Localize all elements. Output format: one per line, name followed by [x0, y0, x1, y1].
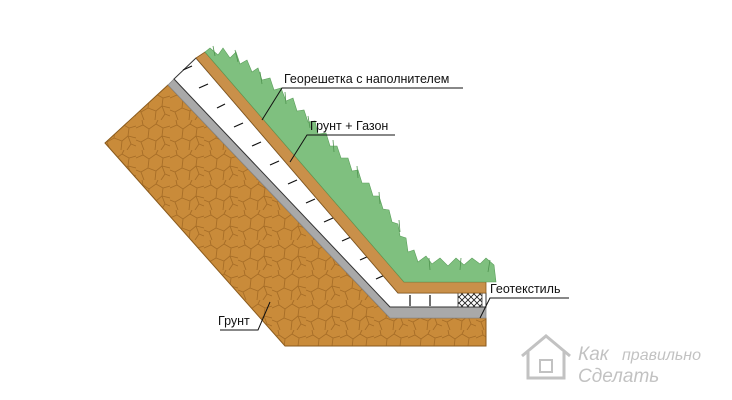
- watermark-text-pravilno: правильно: [622, 347, 701, 364]
- leader-lines: [220, 87, 569, 331]
- geogrid-cell-walls: [182, 65, 431, 306]
- grass-layer: [204, 47, 497, 283]
- geotextile-crosshatch-detail: [457, 292, 483, 308]
- grass-blades: [212, 45, 491, 273]
- watermark-text-sdelat: Сделать: [578, 366, 659, 387]
- watermark-logo: Как правильно Сделать: [521, 334, 701, 387]
- watermark-text-kak: Как: [578, 344, 610, 365]
- label-soil-plus-lawn: Грунт + Газон: [310, 119, 388, 133]
- label-soil: Грунт: [218, 314, 250, 328]
- house-icon: [521, 334, 571, 380]
- label-geotextile: Геотекстиль: [490, 282, 560, 296]
- label-geogrid-with-filler: Георешетка с наполнителем: [284, 72, 449, 86]
